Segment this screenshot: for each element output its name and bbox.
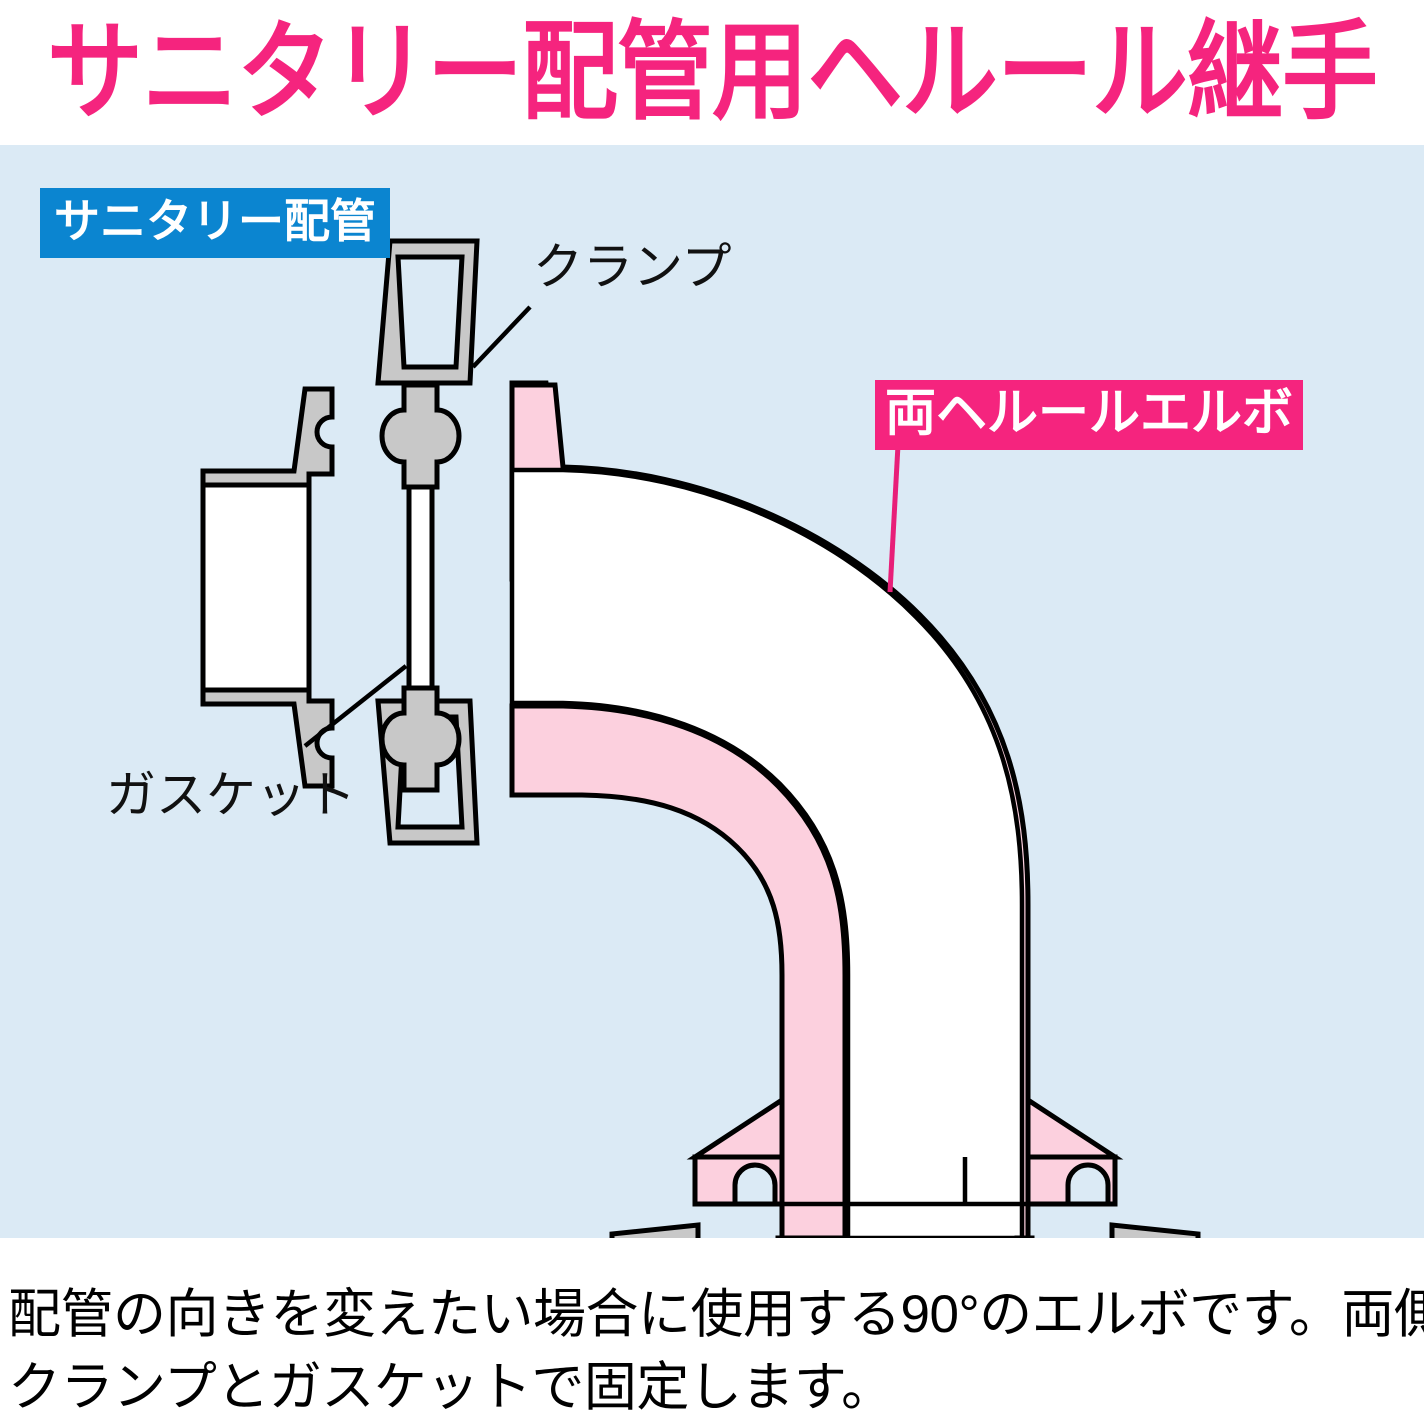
elbow-bore xyxy=(509,467,1025,1238)
clamp-right-half xyxy=(1109,1222,1201,1238)
gasket-vertical xyxy=(379,382,462,793)
caption-line-2: クランプとガスケットで固定します。 xyxy=(8,1358,894,1418)
pipe-bore-horizontal xyxy=(200,482,312,693)
caption-line-1: 配管の向きを変えたい場合に使用する90°のエルボです。両側を xyxy=(8,1285,1424,1344)
elbow-bottom-rib-right xyxy=(1025,1095,1124,1160)
elbow-inner-wall xyxy=(509,703,848,1238)
diagram-panel: .ol { stroke: #000000; stroke-width: 5; … xyxy=(0,145,1424,1238)
gasket-lower-seal xyxy=(379,685,462,793)
badge-sanitary-pipe-label: サニタリー配管 xyxy=(54,195,376,247)
badge-double-ferrule-elbow: 両ヘルールエルボ xyxy=(875,380,1304,450)
sanitary-pipe-horizontal xyxy=(200,386,335,789)
clamp-upper-half xyxy=(375,238,480,386)
clamp-left-body xyxy=(609,1222,701,1238)
badge-sanitary-pipe: サニタリー配管 xyxy=(40,188,390,258)
label-gasket: ガスケット xyxy=(106,767,356,823)
leader-line-elbow xyxy=(887,444,901,593)
elbow-bottom-rib-left xyxy=(686,1095,785,1160)
elbow-bore-bottom-edges xyxy=(845,1157,968,1204)
gasket-upper-seal xyxy=(379,382,462,490)
elbow-bore-bottom xyxy=(848,1157,965,1205)
badge-double-ferrule-elbow-label: 両ヘルールエルボ xyxy=(885,384,1294,441)
label-clamp: クランプ xyxy=(533,239,732,295)
clamp-right-body xyxy=(1109,1222,1201,1238)
ferrule-joint-assembly-diagram: .ol { stroke: #000000; stroke-width: 5; … xyxy=(200,238,1201,1238)
leader-line-gasket xyxy=(303,664,408,748)
elbow-bottom-flange-left-notch xyxy=(692,1154,785,1207)
double-ferrule-elbow xyxy=(509,380,1124,1238)
clamp-left-half xyxy=(609,1222,701,1238)
leader-line-clamp xyxy=(471,305,532,369)
gasket-body-vertical xyxy=(406,484,435,691)
page-title: サニタリー配管用ヘルール継手 xyxy=(47,12,1378,132)
elbow-bottom-flange-right xyxy=(1025,1154,1118,1207)
caption-block: 配管の向きを変えたい場合に使用する90°のエルボです。両側を クランプとガスケッ… xyxy=(8,1278,1424,1424)
clamp-upper-body xyxy=(375,238,480,386)
page-title-bar: サニタリー配管用ヘルール継手 xyxy=(0,0,1424,145)
pipe-flange-upper xyxy=(200,386,335,488)
